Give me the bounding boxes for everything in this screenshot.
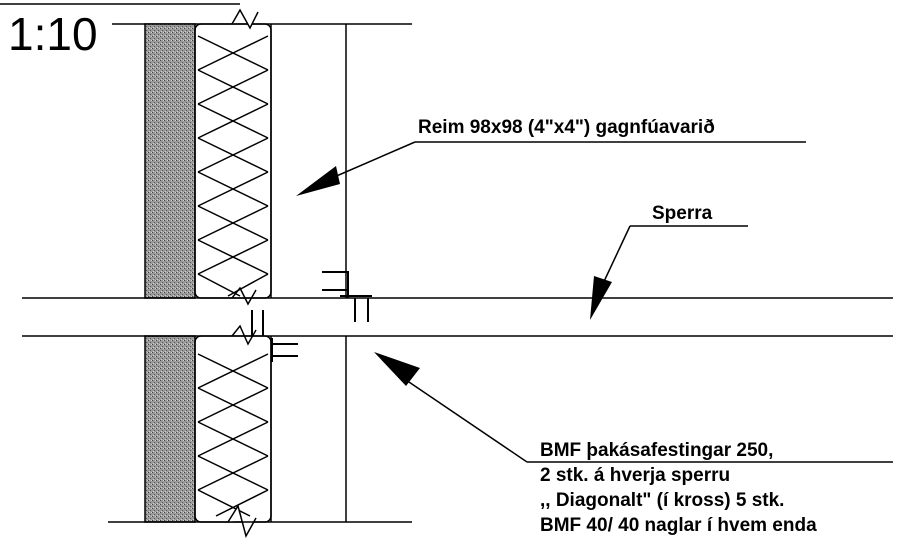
reim-arrow-icon [296,166,340,196]
insulation-upper [194,23,272,299]
bmf-note-line-1: BMF þakásafestingar 250, [540,440,774,461]
break-mark-top [231,8,259,30]
break-mark-mid [231,286,257,306]
break-mark-mid-lower [231,324,257,346]
bmf-note: BMF þakásafestingar 250, 2 stk. á hverja… [540,438,817,538]
sperra-arrow-icon [590,276,612,320]
scale-label: 1:10 [8,8,98,60]
reim-label: Reim 98x98 (4"x4") gagnfúavarið [418,117,715,138]
sheathing-lower [144,335,196,523]
bmf-note-line-4: BMF 40/ 40 naglar í hvem enda [540,515,817,536]
insulation-lower [194,335,272,523]
bmf-note-line-3: ,, Diagonalt" (í kross) 5 stk. [540,490,785,511]
break-mark-bottom [227,504,257,538]
bmf-leader-line [405,379,528,463]
bmf-arrow-icon [374,352,420,386]
sperra-label: Sperra [652,203,713,224]
nail-icons [251,271,372,362]
sperra-leader-line [599,225,631,291]
bmf-note-line-2: 2 stk. á hverja sperru [540,465,731,486]
sheathing-upper [144,23,196,299]
